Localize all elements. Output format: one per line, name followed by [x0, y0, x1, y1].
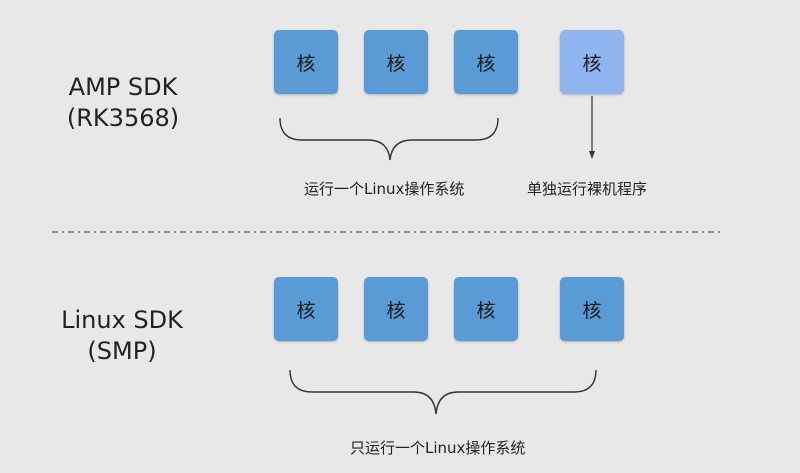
amp-core-3: 核	[454, 30, 518, 94]
smp-core-4: 核	[560, 277, 624, 341]
amp-sdk-title-line1: AMP SDK	[68, 73, 178, 101]
amp-brace	[279, 117, 499, 161]
amp-sdk-title-line2: (RK3568)	[66, 104, 180, 132]
amp-linux-caption: 运行一个Linux操作系统	[304, 180, 465, 198]
smp-linux-caption: 只运行一个Linux操作系统	[350, 439, 526, 457]
amp-core-1: 核	[274, 30, 338, 94]
amp-core-baremetal: 核	[560, 30, 624, 94]
smp-core-2: 核	[364, 277, 428, 341]
linux-sdk-title: Linux SDK (SMP)	[52, 305, 192, 367]
linux-sdk-title-line1: Linux SDK	[61, 306, 183, 334]
amp-core-2: 核	[364, 30, 428, 94]
linux-sdk-title-line2: (SMP)	[87, 337, 157, 365]
baremetal-arrow-head	[589, 151, 595, 159]
smp-core-1: 核	[274, 277, 338, 341]
smp-core-3: 核	[454, 277, 518, 341]
amp-baremetal-caption: 单独运行裸机程序	[527, 180, 648, 198]
smp-brace	[289, 369, 597, 415]
amp-sdk-title: AMP SDK (RK3568)	[58, 72, 188, 134]
